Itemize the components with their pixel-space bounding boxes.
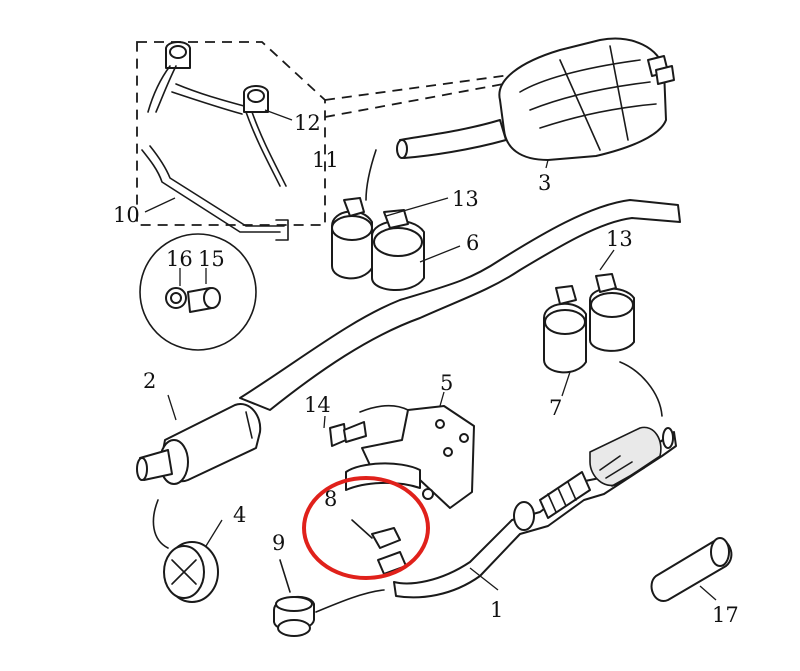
callout-1: 1	[490, 598, 503, 622]
callout-13-right: 13	[606, 227, 633, 251]
rubber-bush-9	[273, 559, 385, 637]
callout-11: 11	[312, 148, 339, 172]
pipe-clamp-6	[331, 149, 425, 292]
callout-14: 14	[304, 393, 331, 417]
callout-8: 8	[324, 487, 337, 511]
callout-17: 17	[712, 603, 739, 627]
callout-12: 12	[294, 111, 321, 135]
callout-15: 15	[198, 247, 225, 271]
callout-13-upper: 13	[452, 187, 479, 211]
callout-5: 5	[440, 371, 453, 395]
hanger-rod-10	[141, 145, 289, 241]
hanger-inset	[136, 41, 526, 226]
callout-10: 10	[113, 203, 140, 227]
callout-labels: 1 2 3 4 5 6 7 8 9 10 11 12 13 13 14 15 1…	[113, 111, 739, 627]
detail-circle-15-16	[139, 233, 257, 351]
front-pipe-1	[393, 426, 677, 599]
front-silencer-2	[136, 403, 262, 485]
hanger-bracket-12	[147, 41, 287, 187]
pipe-clamp-7	[543, 273, 663, 417]
highlight-circle	[302, 476, 430, 580]
callout-9: 9	[272, 531, 285, 555]
gasket-8	[351, 519, 407, 575]
callout-4: 4	[233, 503, 246, 527]
callout-6: 6	[466, 231, 479, 255]
leader-lines	[144, 109, 717, 601]
pipe-sleeve-17	[650, 537, 733, 602]
bracket-5	[345, 404, 475, 509]
bolt-14	[329, 421, 367, 447]
callout-7: 7	[549, 396, 562, 420]
rear-silencer-3	[396, 37, 675, 161]
callout-16: 16	[166, 247, 193, 271]
rubber-mount-4	[152, 499, 219, 603]
callout-3: 3	[538, 171, 551, 195]
intermediate-pipe	[239, 199, 681, 411]
callout-2: 2	[143, 369, 156, 393]
